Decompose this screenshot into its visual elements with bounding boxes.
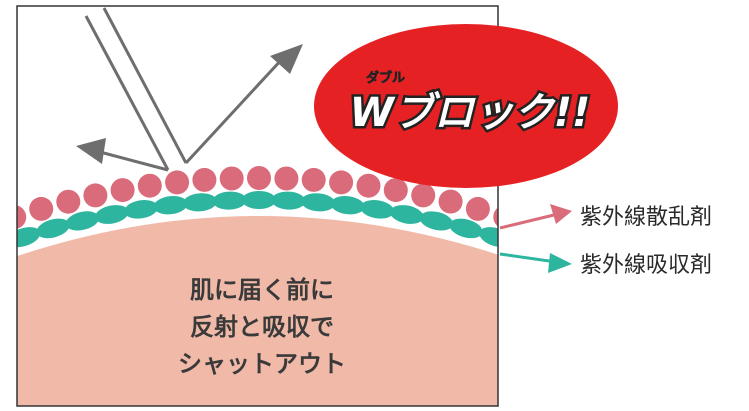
absorb-particle: [17, 227, 41, 248]
absorb-particle: [36, 218, 70, 239]
scatter-particle: [29, 196, 54, 221]
absorb-particle: [95, 205, 129, 224]
absorb-particle: [419, 211, 454, 231]
scatter-particle-layer: [17, 166, 498, 229]
scatter-particle: [83, 183, 108, 208]
absorb-particle: [330, 196, 365, 215]
absorb-particle: [271, 191, 306, 210]
scatter-particle: [110, 178, 135, 203]
absorb-particle: [301, 193, 336, 212]
absorb-particle: [360, 200, 395, 219]
skin-area: [17, 216, 498, 406]
scatter-particle: [56, 189, 81, 214]
absorb-particle: [0, 233, 14, 261]
absorb-agent-label: 紫外線吸収剤: [580, 253, 712, 278]
scatter-particle: [17, 205, 27, 229]
scatter-particle: [247, 166, 271, 190]
scatter-particle: [192, 167, 217, 192]
scatter-particle: [274, 166, 299, 191]
incoming-uv-ray: [84, 7, 188, 171]
absorb-particle: [242, 191, 276, 209]
reflected-ray-left: [76, 138, 169, 172]
scatter-agent-label: 紫外線散乱剤: [580, 205, 712, 230]
skin-caption-line-3: シャットアウト: [178, 350, 346, 378]
absorb-particle: [183, 193, 217, 212]
absorb-particle: [212, 191, 247, 210]
diagram-frame: [16, 5, 499, 407]
scatter-particle: [301, 167, 326, 192]
absorb-particle: [479, 227, 498, 248]
scatter-particle: [411, 183, 436, 208]
scatter-particle: [465, 196, 490, 221]
skin-caption-line-1: 肌に届く前に: [190, 276, 334, 304]
scatter-particle: [356, 173, 381, 198]
reflected-ray-up: [184, 44, 303, 165]
absorb-particle: [65, 211, 100, 231]
scatter-label-group: 紫外線散乱剤: [499, 204, 712, 230]
badge-ruby: ダブル: [366, 70, 405, 86]
scatter-particle: [383, 178, 408, 203]
absorb-particle: [124, 200, 158, 219]
absorb-label-group: 紫外線吸収剤: [499, 252, 712, 278]
badge-title: Wブロック!!: [350, 90, 591, 136]
scatter-particle: [493, 207, 498, 227]
absorb-particle: [153, 196, 188, 215]
absorb-particle-layer: [0, 191, 498, 261]
absorb-particle: [449, 218, 483, 239]
skin-caption-line-2: 反射と吸収で: [190, 313, 334, 341]
scatter-particle: [438, 189, 463, 214]
scatter-particle: [137, 173, 162, 198]
scatter-particle: [329, 170, 354, 195]
scatter-particle: [165, 170, 190, 195]
scatter-particle: [219, 166, 244, 191]
w-block-badge: ダブル Wブロック!!: [314, 24, 618, 188]
absorb-particle: [390, 205, 424, 224]
